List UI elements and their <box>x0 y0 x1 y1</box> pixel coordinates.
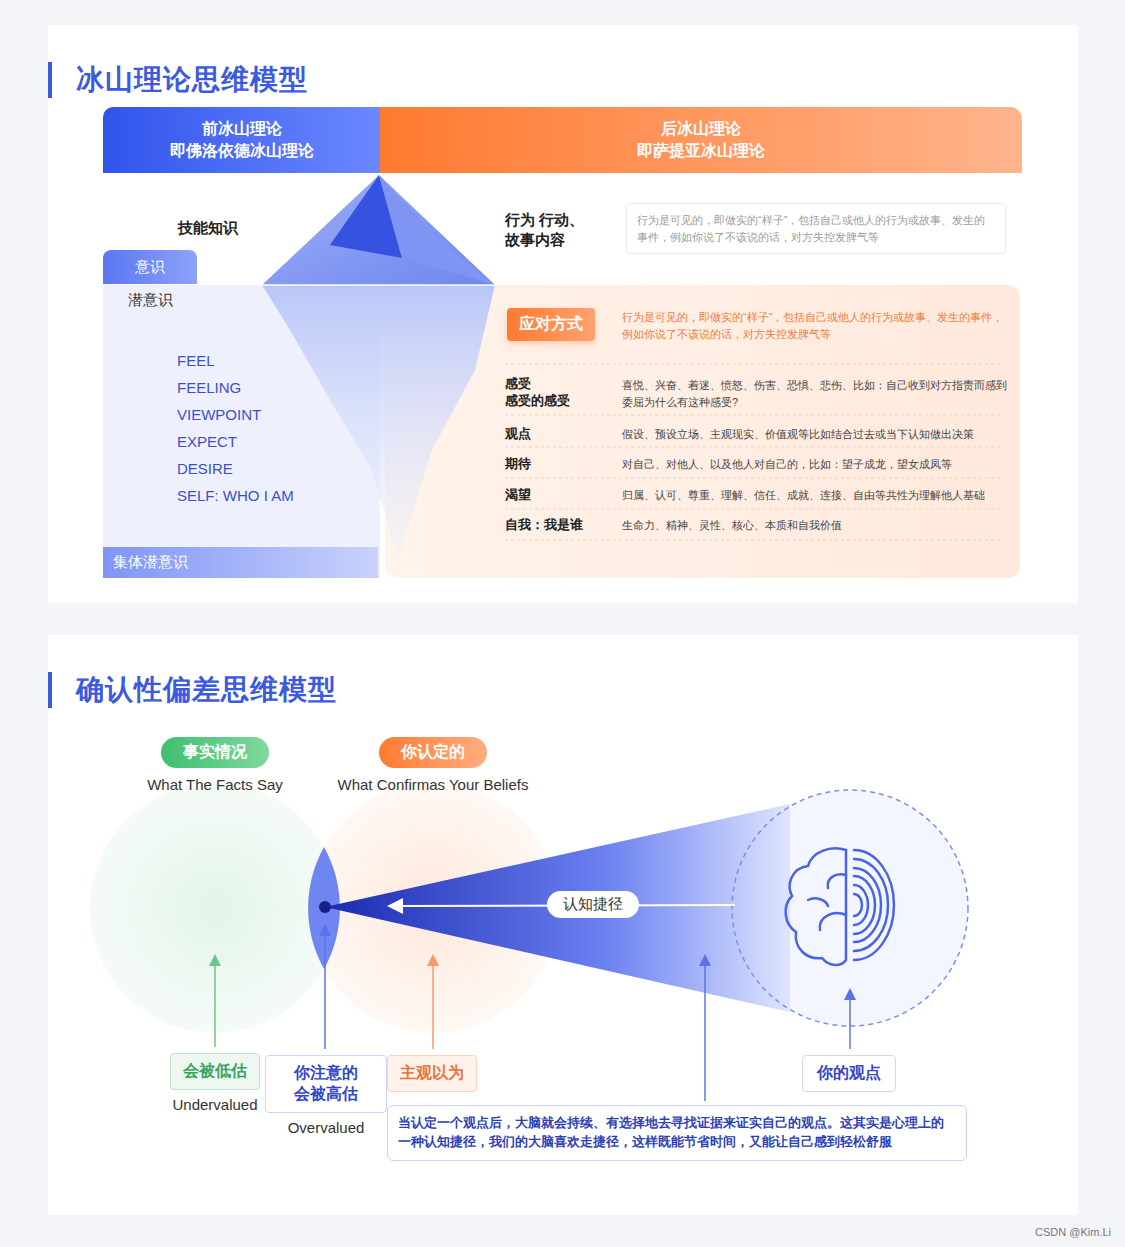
table-cell: 喜悦、兴奋、着迷、愤怒、伤害、恐惧、悲伤、比如：自己收到对方指责而感到委屈为什么… <box>622 377 1007 410</box>
layer-item: SELF: WHO I AM <box>177 487 294 504</box>
layer-item: DESIRE <box>177 460 233 477</box>
node-text: 应对方式 <box>519 314 583 335</box>
node-subtext: Overvalued <box>261 1119 391 1136</box>
table-cell: 生命力、精神、灵性、核心、本质和自我价值 <box>622 517 1007 534</box>
node-text: 后冰山理论 即萨提亚冰山理论 <box>626 118 776 161</box>
tag-box: 主观以为 <box>387 1055 477 1092</box>
row-title: 行为 行动、故事内容 <box>505 210 617 249</box>
node-text: 前冰山理论 即佛洛依德冰山理论 <box>167 118 317 161</box>
table-cell: 对自己、对他人、以及他人对自己的，比如：望子成龙，望女成凤等 <box>622 456 1007 473</box>
table-cell: 假设、预设立场、主观现实、价值观等比如结合过去或当下认知做出决策 <box>622 426 1007 443</box>
table-cell: 自我：我是谁 <box>505 516 615 534</box>
header-bar: 后冰山理论 即萨提亚冰山理论 <box>380 107 1022 173</box>
node-text: 集体潜意识 <box>113 553 188 572</box>
node-text: 你注意的 会被高估 <box>265 1055 387 1113</box>
pill-label: 你认定的 What Confirmas Your Beliefs <box>303 737 563 793</box>
layer-band: 集体潜意识 <box>103 547 378 578</box>
pill-label: 事实情况 What The Facts Say <box>105 737 325 793</box>
table-cell: 期待 <box>505 455 605 473</box>
layer-item: FEEL <box>177 352 215 369</box>
node-text: 主观以为 <box>400 1063 464 1084</box>
table-cell: 渴望 <box>505 486 605 504</box>
node-text: 认知捷径 <box>563 895 623 914</box>
node-text: 行为是可见的，即做实的“样子”，包括自己或他人的行为或故事、发生的事件，例如你说… <box>637 212 995 245</box>
row-desc: 行为是可见的，即做实的“样子”，包括自己或他人的行为或故事、发生的事件，例如你说… <box>622 309 1007 342</box>
node-text: 冰山理论思维模型 <box>76 61 308 99</box>
table-cell: 感受 感受的感受 <box>505 376 577 410</box>
node-text: 意识 <box>135 258 165 277</box>
badge: 应对方式 <box>507 308 595 341</box>
table-cell: 归属、认可、尊重、理解、信任、成就、连接、自由等共性为理解他人基础 <box>622 487 1007 504</box>
layer-item: VIEWPOINT <box>177 406 261 423</box>
description-box: 行为是可见的，即做实的“样子”，包括自己或他人的行为或故事、发生的事件，例如你说… <box>626 203 1006 254</box>
node-subtext: What The Facts Say <box>105 776 325 793</box>
path-label: 认知捷径 <box>547 891 639 918</box>
layer-label: 技能知识 <box>178 219 238 238</box>
node-subtext: What Confirmas Your Beliefs <box>303 776 563 793</box>
watermark: CSDN @Kim.Li <box>1035 1226 1111 1238</box>
tag-box: 你的观点 <box>802 1055 896 1092</box>
node-text: 会被低估 <box>170 1053 260 1090</box>
node-text: 你的观点 <box>817 1063 881 1084</box>
table-cell: 观点 <box>505 425 605 443</box>
tag-box: 会被低估 Undervalued <box>150 1053 280 1113</box>
tag-box: 你注意的 会被高估 Overvalued <box>261 1055 391 1136</box>
note-box: 当认定一个观点后，大脑就会持续、有选择地去寻找证据来证实自己的观点。这其实是心理… <box>387 1105 967 1161</box>
node-text: 你认定的 <box>379 737 487 768</box>
layer-label: 潜意识 <box>128 291 173 310</box>
panel-card: 确认性偏差思维模型事实情况 What The Facts Say 你认定的 What … <box>48 635 1078 1215</box>
header-bar: 前冰山理论 即佛洛依德冰山理论 <box>103 107 380 173</box>
node-text: 当认定一个观点后，大脑就会持续、有选择地去寻找证据来证实自己的观点。这其实是心理… <box>398 1114 956 1152</box>
node-subtext: Undervalued <box>150 1096 280 1113</box>
node-text: 事实情况 <box>161 737 269 768</box>
layer-item: FEELING <box>177 379 241 396</box>
node-text: 确认性偏差思维模型 <box>76 671 337 709</box>
layer-item: EXPECT <box>177 433 237 450</box>
layer-tab: 意识 <box>103 250 197 284</box>
